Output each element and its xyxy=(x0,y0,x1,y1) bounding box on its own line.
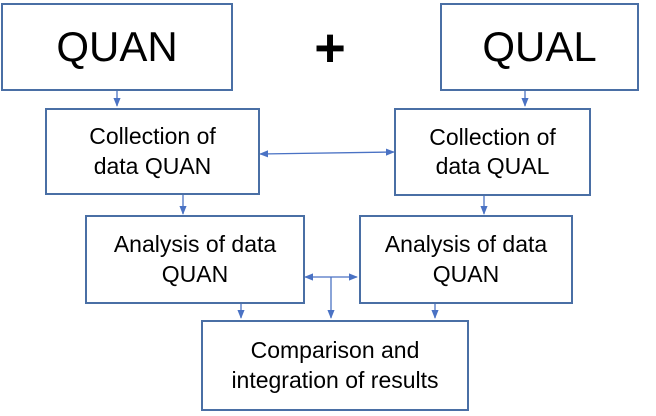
comparison-integration-box: Comparison and integration of results xyxy=(201,320,469,411)
analysis-quan-left-box: Analysis of data QUAN xyxy=(85,215,305,304)
qual-header-box: QUAL xyxy=(440,3,639,91)
collection-qual-box: Collection of data QUAL xyxy=(394,108,591,196)
analysis-quan-right-box: Analysis of data QUAN xyxy=(359,215,573,304)
plus-operator: + xyxy=(314,18,346,78)
arrow-collection-bidirectional xyxy=(259,148,395,158)
quan-header-box: QUAN xyxy=(1,3,233,91)
collection-quan-box: Collection of data QUAN xyxy=(45,108,260,195)
